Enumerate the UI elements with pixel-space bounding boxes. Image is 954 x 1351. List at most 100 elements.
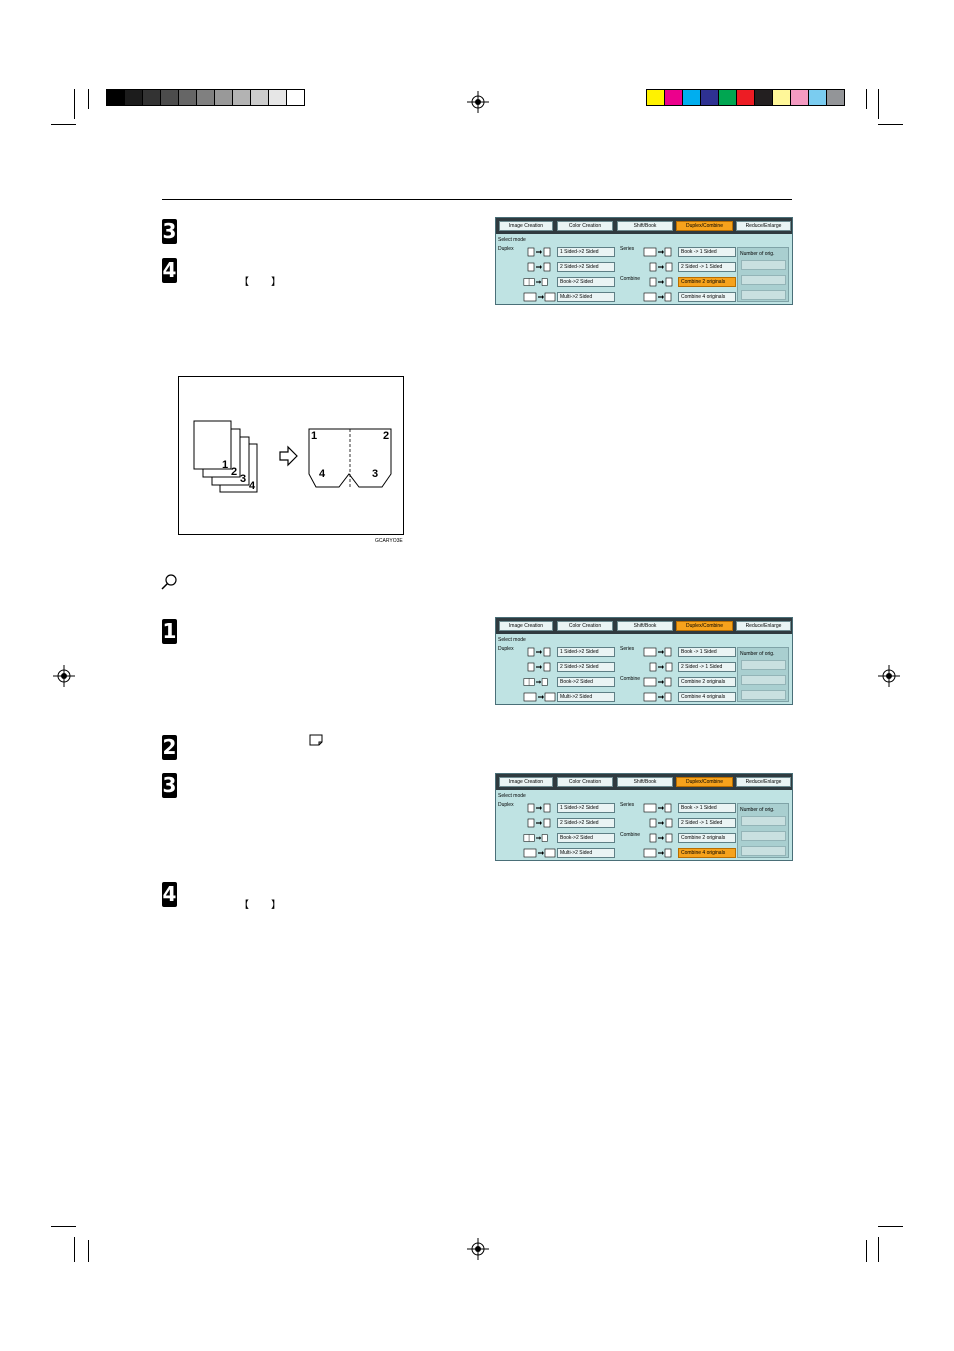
book-to-two-icon — [523, 678, 548, 686]
registration-target-right — [878, 665, 900, 687]
step-marker-2: 2 — [162, 735, 177, 760]
two-sided-to-two-sided-button[interactable]: 2 Sided->2 Sided — [557, 662, 615, 672]
combine-label: Combine — [620, 276, 641, 282]
key-bracket-open-2: 【 — [239, 900, 249, 911]
originals-option-2[interactable] — [741, 275, 786, 285]
two-sided-to-one-sided-button[interactable]: 2 Sided -> 1 Sided — [678, 262, 736, 272]
originals-option-3[interactable] — [741, 290, 786, 300]
combine-two-icon — [649, 277, 673, 287]
one-to-two-icon — [527, 247, 551, 257]
tab-shift-book[interactable]: Shift/Book — [617, 621, 673, 631]
one-sided-to-two-sided-button[interactable]: 1 Sided->2 Sided — [557, 803, 615, 813]
tab-reduce-enlarge[interactable]: Reduce/Enlarge — [736, 221, 791, 231]
book-to-one-sided-button[interactable]: Book -> 1 Sided — [678, 647, 736, 657]
originals-option-2[interactable] — [741, 675, 786, 685]
book-to-two-sided-button[interactable]: Book->2 Sided — [557, 277, 615, 287]
originals-option-3[interactable] — [741, 690, 786, 700]
step-marker-4b: 4 — [162, 882, 177, 907]
tab-image-creation[interactable]: Image Creation — [499, 777, 553, 787]
tab-image-creation[interactable]: Image Creation — [499, 221, 553, 231]
panel-tab-bar: Image Creation Color Creation Shift/Book… — [496, 218, 792, 234]
combine-2-originals-button[interactable]: Combine 2 originals — [678, 677, 736, 687]
tab-shift-book[interactable]: Shift/Book — [617, 777, 673, 787]
step-marker-1: 1 — [162, 619, 177, 644]
multi-to-two-icon — [523, 848, 556, 858]
book-to-two-icon — [523, 834, 548, 842]
tab-duplex-combine[interactable]: Duplex/Combine — [676, 221, 733, 231]
tab-duplex-combine[interactable]: Duplex/Combine — [676, 621, 733, 631]
two-sided-to-one-sided-button[interactable]: 2 Sided -> 1 Sided — [678, 818, 736, 828]
number-of-originals-frame: Number of orig. — [737, 647, 789, 702]
originals-option-3[interactable] — [741, 846, 786, 856]
copier-panel-combine-2: Image Creation Color Creation Shift/Book… — [495, 217, 793, 305]
two-to-one-icon — [649, 818, 673, 828]
page-number-3: 3 — [372, 468, 379, 480]
select-mode-label: Select mode — [498, 237, 526, 243]
header-rule — [162, 199, 792, 200]
book-to-one-sided-button[interactable]: Book -> 1 Sided — [678, 247, 736, 257]
originals-option-2[interactable] — [741, 831, 786, 841]
tab-color-creation[interactable]: Color Creation — [557, 221, 613, 231]
originals-option-1[interactable] — [741, 660, 786, 670]
originals-option-1[interactable] — [741, 816, 786, 826]
duplex-label: Duplex — [498, 246, 514, 252]
multi-to-two-sided-button[interactable]: Multi->2 Sided — [557, 292, 615, 302]
duplex-label: Duplex — [498, 646, 514, 652]
multi-to-two-icon — [523, 292, 556, 302]
tab-color-creation[interactable]: Color Creation — [557, 621, 613, 631]
key-bracket-open: 【 — [239, 277, 249, 288]
duplex-label: Duplex — [498, 802, 514, 808]
two-to-one-icon — [649, 662, 673, 672]
illustration-caption: GCARYO3E — [375, 538, 403, 544]
tab-reduce-enlarge[interactable]: Reduce/Enlarge — [736, 621, 791, 631]
combine-four-icon — [643, 692, 672, 702]
book-to-one-sided-button[interactable]: Book -> 1 Sided — [678, 803, 736, 813]
one-sided-to-two-sided-button[interactable]: 1 Sided->2 Sided — [557, 247, 615, 257]
combine-label: Combine — [620, 676, 641, 682]
combine-label: Combine — [620, 832, 641, 838]
series-label: Series — [620, 646, 635, 652]
tab-shift-book[interactable]: Shift/Book — [617, 221, 673, 231]
select-mode-label: Select mode — [498, 793, 526, 799]
number-of-originals-label: Number of orig. — [740, 807, 775, 813]
combine-four-icon — [643, 848, 672, 858]
multi-to-two-sided-button[interactable]: Multi->2 Sided — [557, 848, 615, 858]
one-to-two-icon — [527, 803, 551, 813]
combine-2-originals-button[interactable]: Combine 2 originals — [678, 277, 736, 287]
two-sided-to-two-sided-button[interactable]: 2 Sided->2 Sided — [557, 262, 615, 272]
book-to-one-icon — [643, 247, 672, 257]
book-to-one-icon — [643, 647, 672, 657]
combine-2-originals-button[interactable]: Combine 2 originals — [678, 833, 736, 843]
two-to-two-icon — [527, 662, 551, 672]
multi-to-two-sided-button[interactable]: Multi->2 Sided — [557, 692, 615, 702]
one-sided-to-two-sided-button[interactable]: 1 Sided->2 Sided — [557, 647, 615, 657]
combine-two-icon — [649, 833, 673, 843]
combine-4-originals-button[interactable]: Combine 4 originals — [678, 292, 736, 302]
book-to-two-sided-button[interactable]: Book->2 Sided — [557, 677, 615, 687]
stack-number-1: 1 — [222, 459, 229, 471]
page-number-4: 4 — [319, 468, 326, 480]
page-number-2: 2 — [383, 430, 390, 442]
tab-image-creation[interactable]: Image Creation — [499, 621, 553, 631]
tab-reduce-enlarge[interactable]: Reduce/Enlarge — [736, 777, 791, 787]
tab-color-creation[interactable]: Color Creation — [557, 777, 613, 787]
registration-target-top — [467, 91, 489, 113]
two-to-one-icon — [649, 262, 673, 272]
combine-4-originals-button[interactable]: Combine 4 originals — [678, 692, 736, 702]
tab-duplex-combine[interactable]: Duplex/Combine — [676, 777, 733, 787]
multi-to-two-icon — [523, 692, 556, 702]
two-to-two-icon — [527, 262, 551, 272]
copier-panel-combine-4: Image Creation Color Creation Shift/Book… — [495, 773, 793, 861]
combine-two-icon — [643, 677, 672, 687]
combine-4-originals-button[interactable]: Combine 4 originals — [678, 848, 736, 858]
combine-four-icon — [643, 292, 672, 302]
two-sided-to-two-sided-button[interactable]: 2 Sided->2 Sided — [557, 818, 615, 828]
book-to-two-sided-button[interactable]: Book->2 Sided — [557, 833, 615, 843]
originals-option-1[interactable] — [741, 260, 786, 270]
registration-target-left — [53, 665, 75, 687]
number-of-originals-label: Number of orig. — [740, 651, 775, 657]
stack-number-4: 4 — [249, 480, 256, 492]
book-to-one-icon — [643, 803, 672, 813]
step-marker-4: 4 — [162, 258, 177, 283]
two-sided-to-one-sided-button[interactable]: 2 Sided -> 1 Sided — [678, 662, 736, 672]
